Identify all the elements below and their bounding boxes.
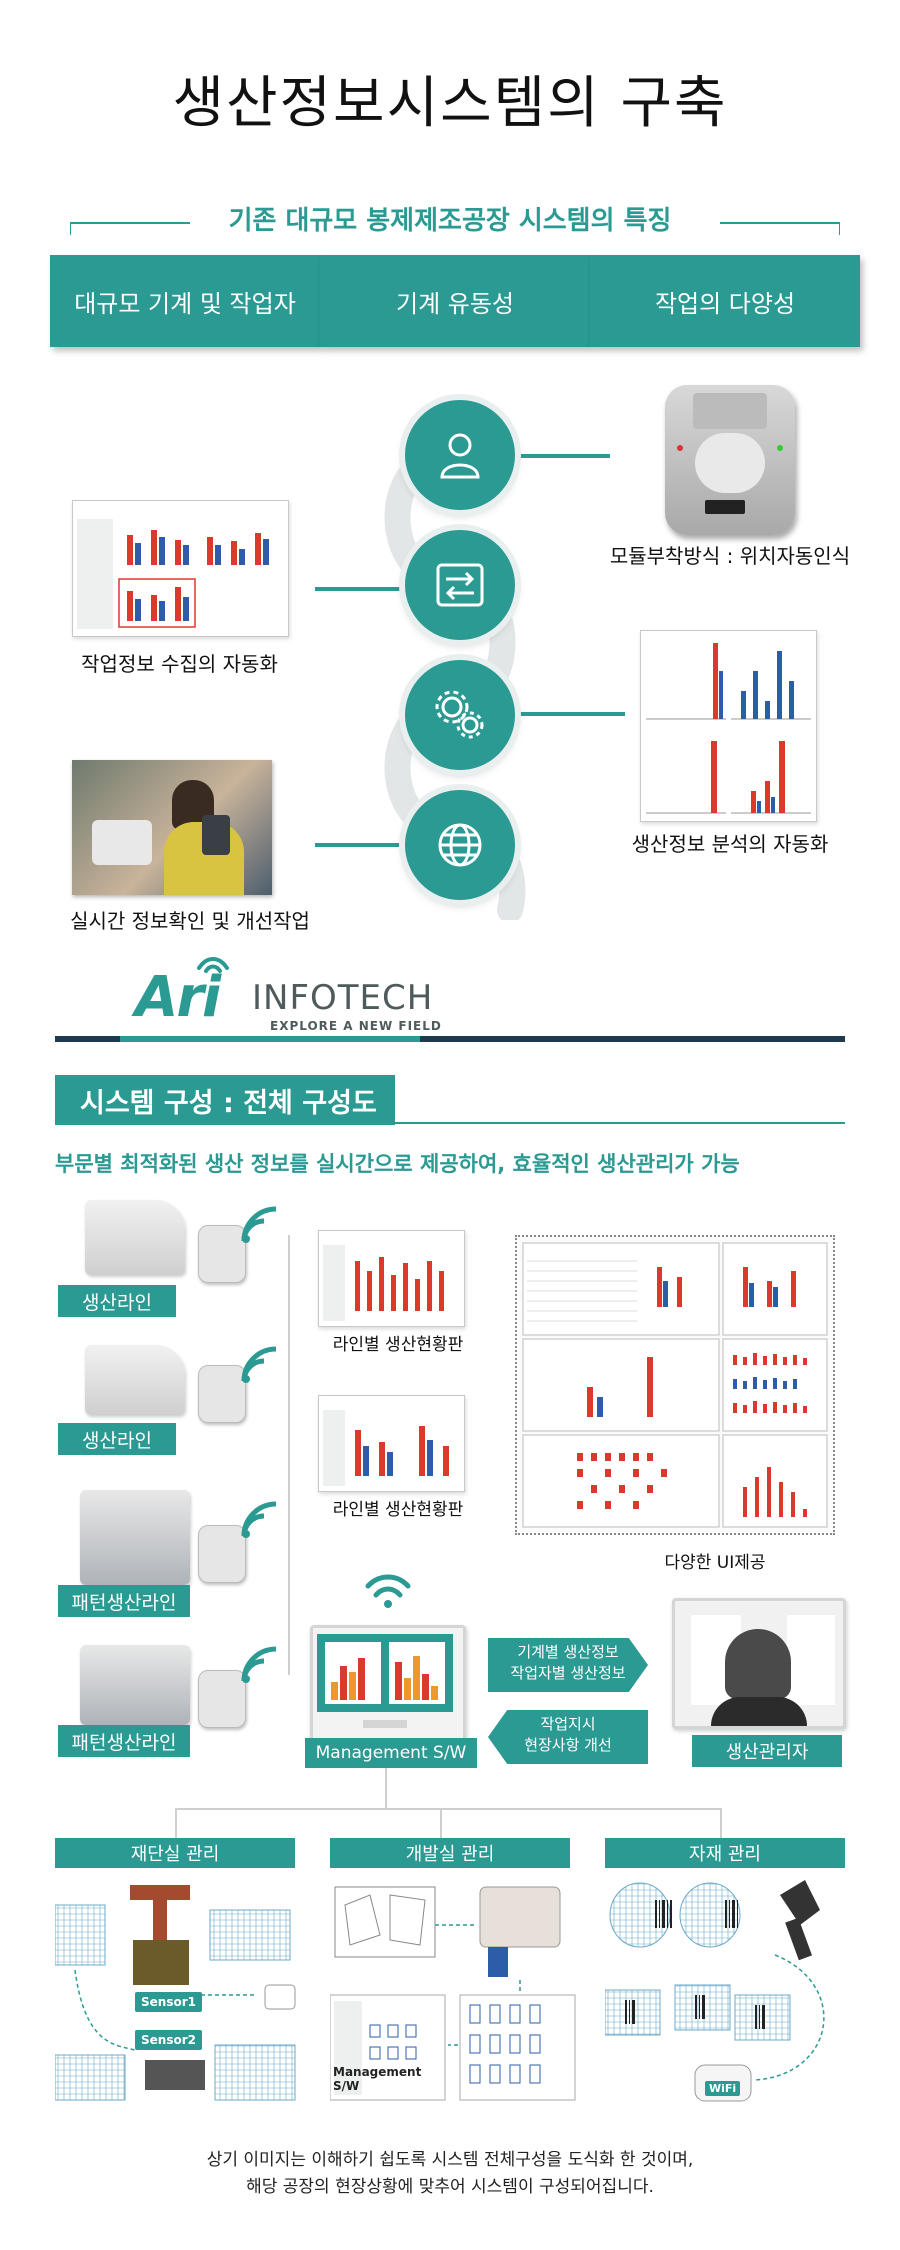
note-line-2: 해당 공장의 현장상황에 맞추어 시스템이 구성되어집니다. [246, 2177, 654, 2197]
connector-4 [315, 843, 420, 847]
dept-material: 자재 관리 [605, 1838, 845, 1868]
tree-stem [385, 1768, 387, 1808]
note-line-1: 상기 이미지는 이해하기 쉽도록 시스템 전체구성을 도식화 한 것이며, [206, 2150, 694, 2170]
subtitle-bracket [70, 222, 840, 235]
module-device-3 [198, 1525, 246, 1583]
circle-gears [405, 660, 515, 770]
wifi-icon [365, 1574, 411, 1608]
line-monitor-caption-2: 라인별 생산현황판 [332, 1500, 464, 1520]
wifi-icon [241, 1346, 277, 1383]
gears-icon [435, 690, 484, 739]
manager-workstation [672, 1598, 846, 1729]
caption-analysis: 생산정보 분석의 자동화 [631, 832, 829, 856]
line-monitor-2 [318, 1395, 465, 1492]
bracket-line [288, 1235, 290, 1675]
arrow-to-software-line-1: 작업지시 [540, 1715, 596, 1733]
section-title: 시스템 구성 : 전체 구성도 [55, 1075, 395, 1125]
analysis-charts [640, 630, 817, 822]
main-title: 생산정보시스템의 구축 [172, 71, 728, 136]
mgmt-small-line-2: S/W [333, 2079, 360, 2093]
line-label-3: 패턴생산라인 [58, 1585, 190, 1617]
line-label-1: 생산라인 [58, 1285, 176, 1317]
arrow-to-manager: 기계별 생산정보 작업자별 생산정보 [488, 1638, 648, 1692]
circle-exchange [405, 530, 515, 640]
arrow-to-manager-line-2: 작업자별 생산정보 [510, 1664, 626, 1682]
connector-1 [505, 454, 610, 458]
connector-3 [505, 712, 625, 716]
logo-infotech: INFOTECH [252, 978, 434, 1018]
wifi-badge: WiFi [705, 2081, 741, 2096]
circle-user [405, 400, 515, 510]
module-device-4 [198, 1670, 246, 1728]
management-label: Management S/W [305, 1738, 477, 1768]
feature-bar-3: 작업의 다양성 [590, 255, 860, 347]
sewing-machine-1 [85, 1200, 185, 1275]
sensor-1-label: Sensor1 [135, 1992, 202, 2012]
exchange-icon [436, 563, 484, 607]
tree-leg-2 [440, 1808, 442, 1838]
tree-bar [175, 1808, 720, 1810]
line-monitor-1 [318, 1230, 465, 1327]
feature-bar-2: 기계 유동성 [320, 255, 590, 347]
circle-globe [405, 790, 515, 900]
tree-leg-3 [720, 1808, 722, 1838]
logo-ari: Ari [135, 965, 221, 1030]
arrow-to-software-line-2: 현장사항 개선 [524, 1736, 612, 1754]
module-device-2 [198, 1365, 246, 1423]
section-description: 부문별 최적화된 생산 정보를 실시간으로 제공하여, 효율적인 생산관리가 가… [55, 1152, 740, 1176]
divider-bar [55, 1036, 845, 1042]
development-room-illustration [330, 1886, 576, 2101]
dept-cutting: 재단실 관리 [55, 1838, 295, 1868]
line-label-2: 생산라인 [58, 1423, 176, 1455]
pattern-machine-2 [80, 1645, 190, 1725]
logo-slogan: EXPLORE A NEW FIELD [270, 1019, 442, 1033]
worker-photo [72, 760, 272, 895]
various-ui-panel [515, 1235, 835, 1535]
collect-screenshot [72, 500, 289, 637]
section-title-rule [395, 1122, 845, 1124]
line-label-4: 패턴생산라인 [58, 1725, 190, 1757]
module-device-1 [198, 1225, 246, 1283]
pattern-machine-1 [80, 1490, 190, 1585]
manager-label: 생산관리자 [692, 1735, 842, 1767]
sensor-2-label: Sensor2 [135, 2030, 202, 2050]
module-device-image [665, 385, 795, 535]
wifi-icon [241, 1646, 277, 1683]
sewing-machine-2 [85, 1345, 185, 1415]
globe-icon [438, 823, 482, 867]
arrow-to-manager-line-1: 기계별 생산정보 [517, 1643, 619, 1661]
wifi-icon [241, 1501, 277, 1538]
feature-bar-1: 대규모 기계 및 작업자 [50, 255, 320, 347]
subtitle: 기존 대규모 봉제제조공장 시스템의 특징 [228, 206, 672, 236]
various-ui-caption: 다양한 UI제공 [664, 1553, 766, 1573]
connector-2 [315, 587, 420, 591]
caption-realtime: 실시간 정보확인 및 개선작업 [70, 909, 310, 933]
material-illustration [605, 1880, 825, 2102]
line-monitor-caption-1: 라인별 생산현황판 [332, 1335, 464, 1355]
dept-development: 개발실 관리 [330, 1838, 570, 1868]
management-monitor [310, 1625, 466, 1741]
mgmt-small-label: Management S/W [333, 2065, 421, 2093]
tree-leg-1 [175, 1808, 177, 1838]
caption-module: 모듈부착방식 : 위치자동인식 [609, 544, 851, 568]
logo-wifi-icon [197, 957, 229, 973]
caption-collect: 작업정보 수집의 자동화 [81, 652, 278, 676]
mgmt-small-line-1: Management [333, 2065, 422, 2079]
cutting-room-illustration [55, 1885, 296, 2101]
wifi-icon [241, 1206, 277, 1243]
user-icon [440, 433, 480, 479]
divider-accent [120, 1036, 420, 1042]
arrow-to-software: 작업지시 현장사항 개선 [488, 1710, 648, 1764]
